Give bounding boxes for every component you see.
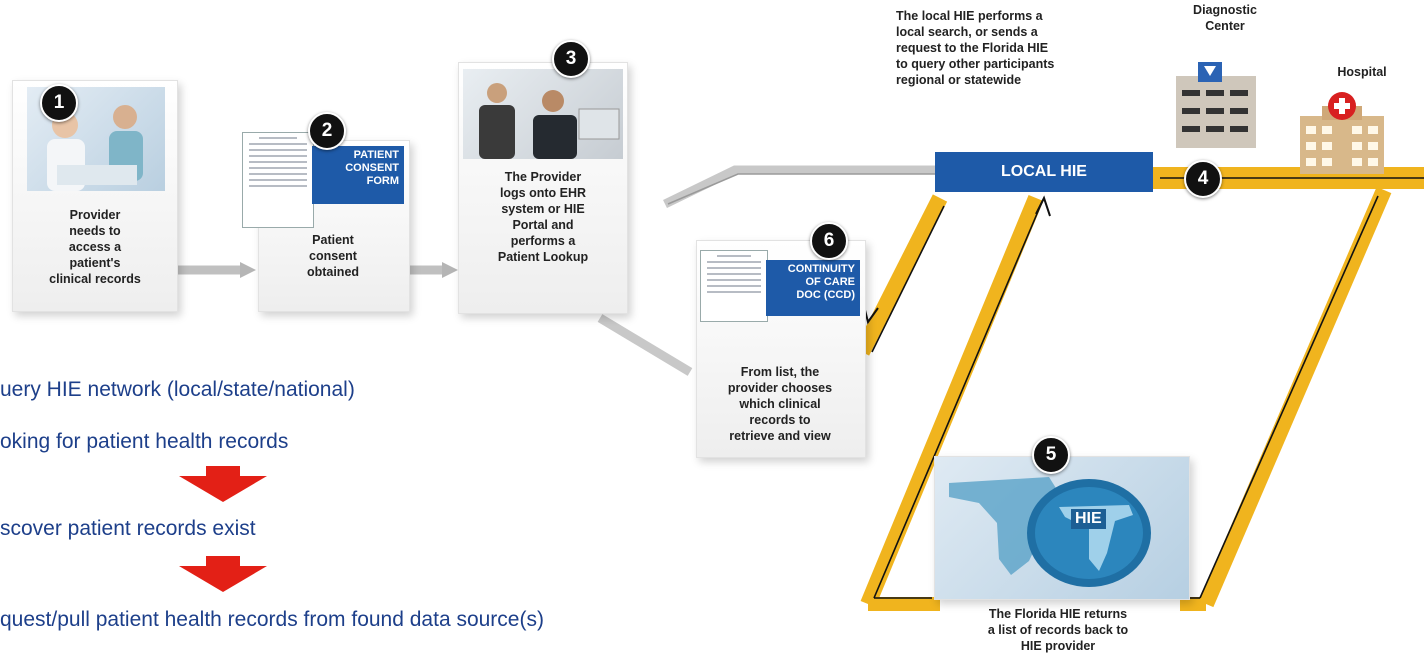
red-arrow-2 (179, 566, 267, 592)
bullet-query-line1: uery HIE network (local/state/national) (0, 378, 355, 401)
people-at-computer-photo (463, 69, 623, 159)
step2-number: 2 (308, 112, 346, 150)
bullet-query-line2: oking for patient health records (0, 430, 289, 453)
diagnostic-center-icon (1176, 62, 1256, 148)
consent-form-document (242, 132, 314, 228)
local-hie-description: The local HIE performs a local search, o… (896, 9, 1055, 87)
step5-caption: The Florida HIE returns a list of record… (987, 607, 1129, 653)
red-arrow-1 (179, 476, 267, 502)
arrow-step3-to-local-hie (663, 165, 935, 209)
red-arrow-1-stem (206, 466, 240, 479)
ccd-document (700, 250, 768, 322)
step2-caption: Patient consent obtained (306, 233, 360, 279)
bullet-request: quest/pull patient health records from f… (0, 608, 544, 631)
step5-number: 5 (1032, 436, 1070, 474)
bullet-discover: scover patient records exist (0, 517, 256, 540)
consent-form-label: PATIENT CONSENT FORM (312, 146, 404, 204)
step5-card: HIE (934, 456, 1190, 600)
hospital-label: Hospital (1337, 65, 1387, 79)
gold-loop (854, 167, 1424, 611)
hospital-icon (1300, 92, 1384, 174)
local-hie-box: LOCAL HIE (935, 152, 1153, 192)
diagnostic-center-label: Diagnostic Center (1193, 3, 1257, 33)
step1-number: 1 (40, 84, 78, 122)
step1-card: Provider needs to access a patient's cli… (12, 80, 178, 312)
arrow-step3-to-step6 (597, 314, 693, 376)
step3-number: 3 (552, 40, 590, 78)
ccd-label: CONTINUITY OF CARE DOC (CCD) (766, 260, 860, 316)
step3-card: The Provider logs onto EHR system or HIE… (458, 62, 628, 314)
arrow-step1-to-step2-head (240, 262, 256, 278)
step6-number: 6 (810, 222, 848, 260)
step6-caption: From list, the provider chooses which cl… (727, 365, 833, 443)
red-arrow-2-stem (206, 556, 240, 569)
florida-map-image (949, 477, 1151, 587)
arrow-step2-to-step3-head (442, 262, 458, 278)
hie-badge: HIE (1071, 509, 1106, 529)
step4-number: 4 (1184, 160, 1222, 198)
